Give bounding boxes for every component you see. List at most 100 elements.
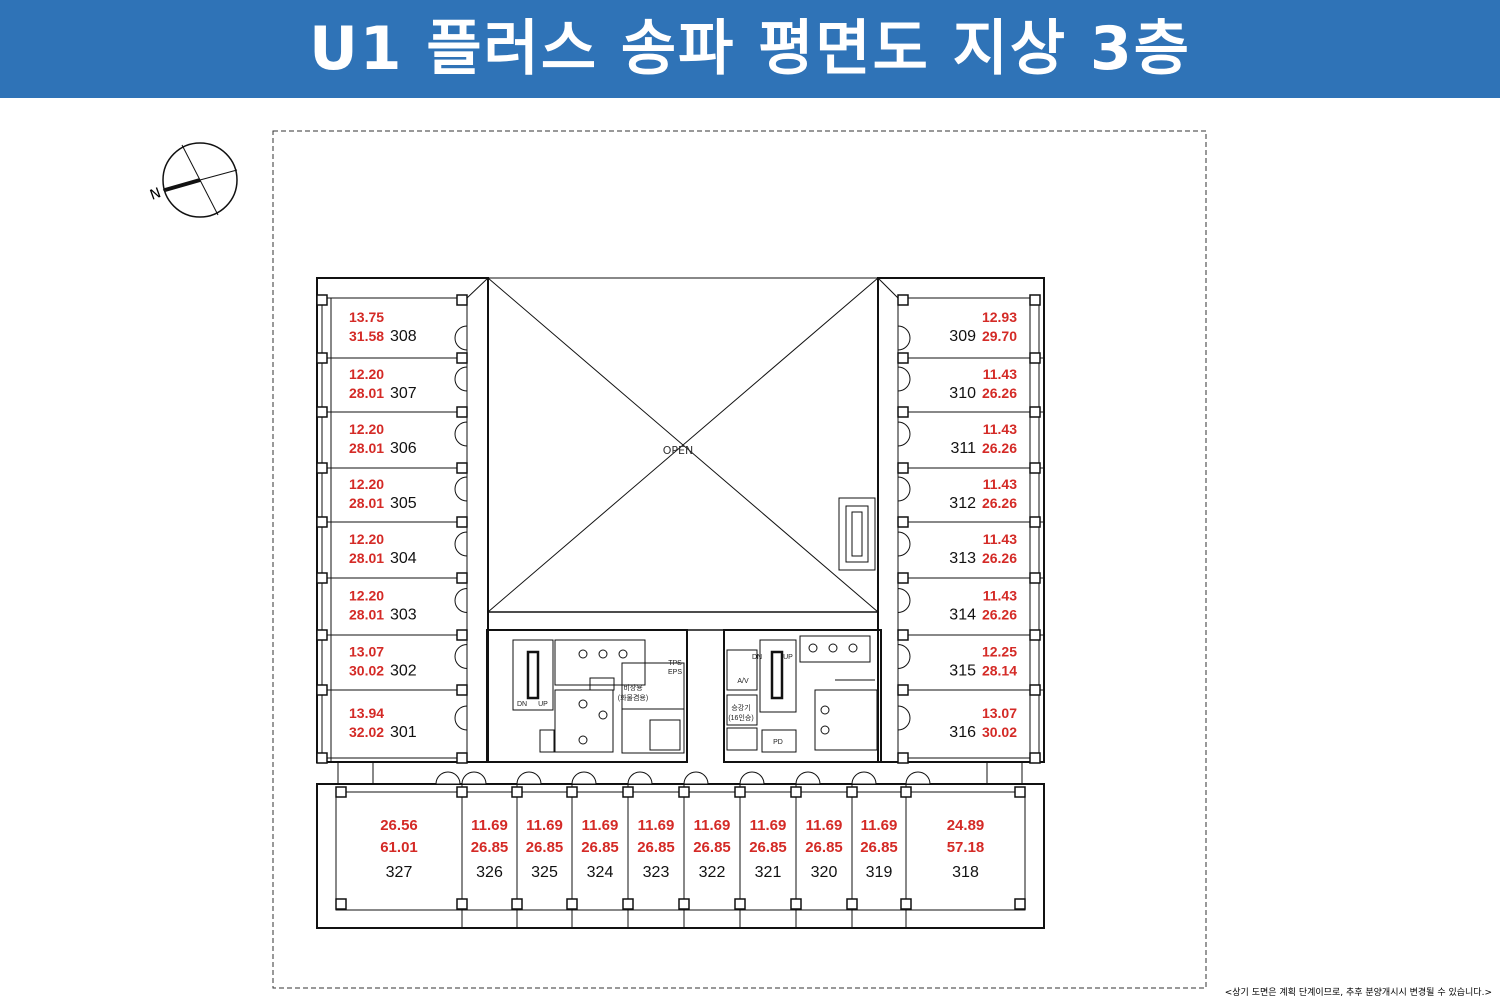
column-marker: [1029, 352, 1041, 364]
unit-number: 327: [386, 864, 413, 881]
column-marker: [678, 786, 690, 798]
unit-number: 310: [949, 385, 976, 402]
unit-area-exclusive: 12.20: [349, 421, 384, 437]
column-marker: [335, 898, 347, 910]
unit-area-exclusive: 11.43: [983, 366, 1017, 382]
unit-area-supply: 26.85: [860, 839, 898, 856]
unit-area-exclusive: 12.93: [982, 309, 1017, 325]
column-marker: [456, 684, 468, 696]
unit-area-exclusive: 11.69: [638, 817, 675, 834]
column-marker: [897, 294, 909, 306]
column-marker: [622, 786, 634, 798]
unit-area-supply: 26.26: [982, 495, 1017, 511]
unit-number: 306: [390, 440, 417, 457]
column-marker: [897, 684, 909, 696]
unit-number: 308: [390, 328, 417, 345]
column-marker: [622, 898, 634, 910]
core-label: UP: [783, 654, 793, 661]
column-marker: [1014, 898, 1026, 910]
column-marker: [846, 786, 858, 798]
unit-number: 303: [390, 607, 417, 624]
column-marker: [897, 352, 909, 364]
unit-area-supply: 26.85: [637, 839, 675, 856]
unit-number: 315: [949, 663, 976, 680]
column-marker: [316, 352, 328, 364]
unit-area-supply: 30.02: [349, 663, 384, 679]
unit-area-exclusive: 12.20: [349, 588, 384, 604]
door-swing: [454, 366, 468, 392]
stair-right: [838, 497, 876, 571]
unit-area-supply: 26.85: [805, 839, 843, 856]
unit-number: 323: [643, 864, 670, 881]
unit-area-exclusive: 11.43: [983, 421, 1017, 437]
column-marker: [456, 352, 468, 364]
column-marker: [897, 406, 909, 418]
column-marker: [316, 572, 328, 584]
core-label: (화물겸용): [618, 694, 648, 702]
column-marker: [316, 406, 328, 418]
core-label: EPS: [668, 669, 682, 676]
column-marker: [734, 786, 746, 798]
unit-area-exclusive: 13.07: [982, 705, 1017, 721]
door-swing: [454, 476, 468, 502]
column-marker: [734, 898, 746, 910]
unit-area-supply: 26.85: [526, 839, 564, 856]
page-title: U1 플러스 송파 평면도 지상 3층: [309, 14, 1191, 84]
unit-number: 311: [950, 440, 976, 457]
corner-toilets: [337, 761, 1023, 785]
unit-area-exclusive: 11.69: [806, 817, 843, 834]
unit-number: 321: [755, 864, 782, 881]
door-swing: [571, 771, 597, 785]
column-marker: [846, 898, 858, 910]
unit-number: 309: [949, 328, 976, 345]
core-left: [486, 629, 688, 763]
unit-area-supply: 57.18: [947, 839, 985, 856]
core-label: 승강기: [731, 703, 750, 712]
core-label: PD: [773, 739, 783, 746]
column-marker: [456, 406, 468, 418]
unit-area-supply: 28.01: [349, 607, 384, 623]
door-swing: [454, 705, 468, 731]
column-marker: [1029, 406, 1041, 418]
door-swing: [897, 705, 911, 731]
notice-text: <상기 도면은 계획 단계이므로, 추후 분양개시시 변경될 수 있습니다.>: [1224, 988, 1492, 998]
unit-area-supply: 28.01: [349, 440, 384, 456]
door-swing: [454, 643, 468, 670]
unit-area-exclusive: 12.20: [349, 531, 384, 547]
column-marker: [897, 516, 909, 528]
column-marker: [897, 752, 909, 764]
column-marker: [456, 462, 468, 474]
unit-number: 319: [866, 864, 893, 881]
core-label: DN: [517, 701, 527, 708]
door-swing: [897, 421, 911, 447]
unit-area-exclusive: 12.20: [349, 476, 384, 492]
unit-number: 307: [390, 385, 417, 402]
door-swing: [454, 325, 468, 351]
core-label: 비상용: [623, 683, 643, 692]
door-swing: [454, 531, 468, 557]
column-marker: [897, 462, 909, 474]
unit-area-supply: 26.26: [982, 607, 1017, 623]
column-marker: [790, 898, 802, 910]
column-marker: [1029, 629, 1041, 641]
column-marker: [456, 898, 468, 910]
column-marker: [456, 294, 468, 306]
central-void: [487, 277, 879, 631]
core-label: TPS: [668, 660, 682, 667]
door-swing: [683, 771, 709, 785]
column-marker: [566, 786, 578, 798]
column-marker: [678, 898, 690, 910]
unit-number: 316: [949, 724, 976, 741]
unit-area-exclusive: 11.69: [861, 817, 898, 834]
unit-area-exclusive: 13.94: [349, 705, 384, 721]
unit-number: 320: [811, 864, 838, 881]
door-swing: [905, 771, 931, 785]
unit-number: 301: [390, 724, 417, 741]
unit-number: 305: [390, 495, 417, 512]
door-swing: [851, 771, 877, 785]
door-swing: [897, 325, 911, 351]
unit-area-supply: 26.26: [982, 550, 1017, 566]
door-swing: [461, 771, 487, 785]
